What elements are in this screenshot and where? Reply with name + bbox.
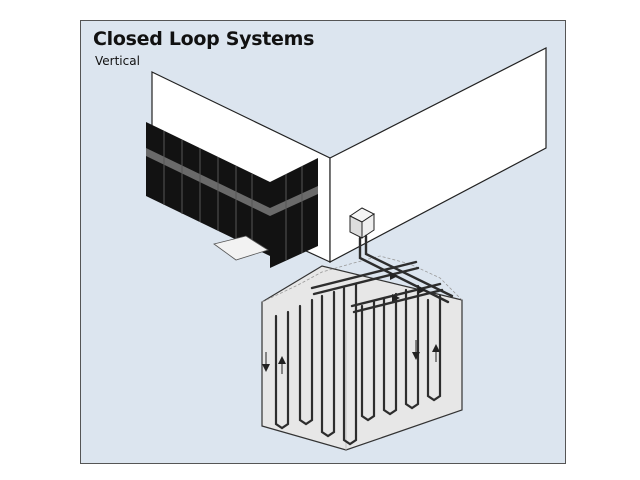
- arrow-up-icon: [278, 344, 440, 374]
- diagram-title: Closed Loop Systems: [93, 28, 315, 50]
- building-windows: [146, 122, 318, 268]
- heat-pump-box: [349, 207, 375, 239]
- diagram-subtitle: Vertical: [95, 54, 140, 68]
- building-right-wall: [329, 47, 547, 263]
- entrance-slab: [213, 235, 269, 261]
- arrow-right-icon: [390, 272, 426, 302]
- arrow-down-icon: [262, 340, 420, 372]
- vertical-ground-loops: [274, 282, 442, 446]
